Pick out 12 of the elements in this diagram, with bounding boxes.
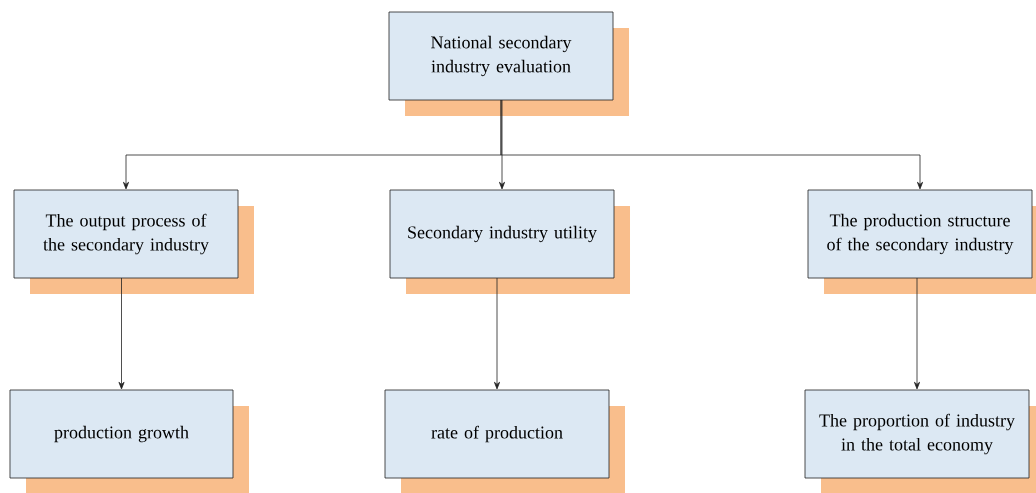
process-box: The proportion of industry in the total economy (804, 389, 1036, 493)
process-box: production growth (9, 389, 249, 493)
process-box: rate of production (384, 389, 625, 493)
process-box: The production structure of the secondary industry (807, 189, 1036, 294)
arrow (914, 277, 920, 390)
arrow (500, 99, 923, 190)
arrow (118, 277, 125, 390)
process-box: National secondary industry evaluation (388, 11, 629, 116)
process-box: The output process of the secondary industry (13, 189, 254, 294)
process-box: Secondary industry utility (389, 189, 630, 294)
arrow (494, 277, 500, 390)
arrow (499, 99, 505, 190)
